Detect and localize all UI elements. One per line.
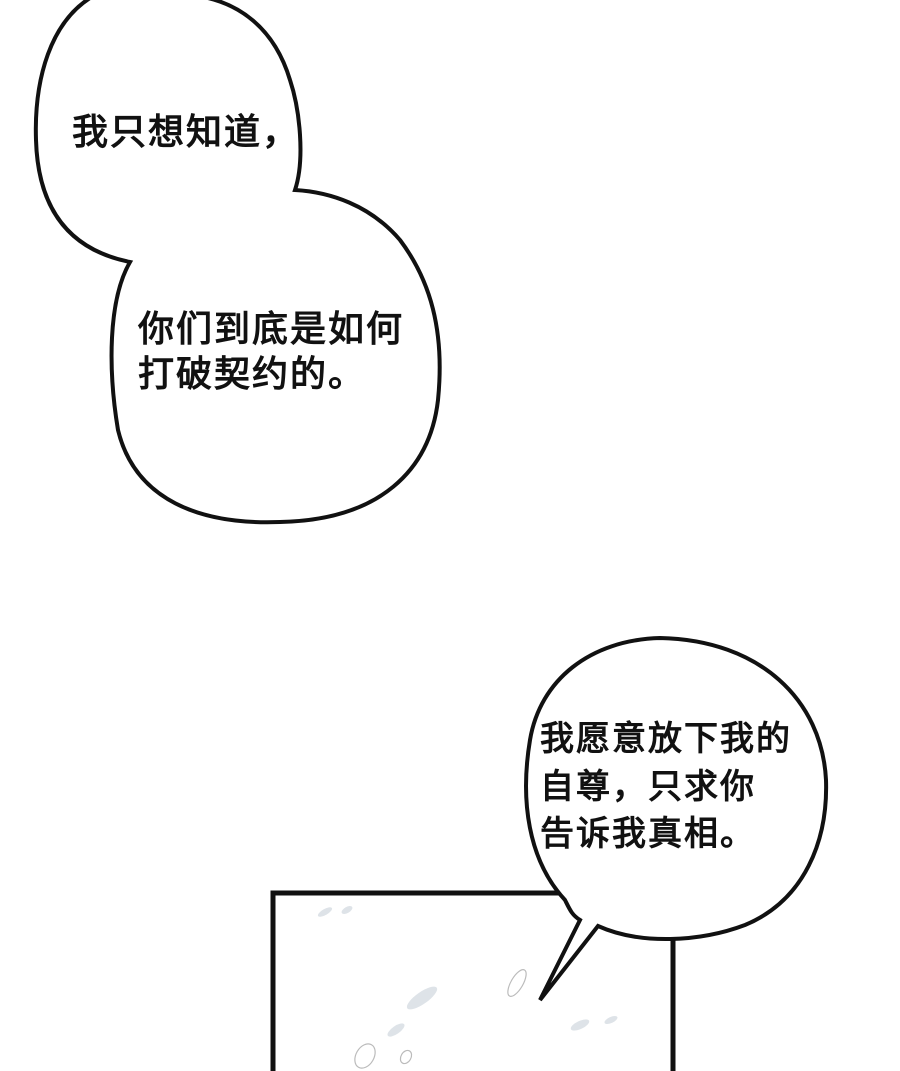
bubble-2-line-1: 你们到底是如何 (138, 309, 405, 350)
speech-bubble-bottom (524, 635, 829, 1002)
snow-texture (317, 906, 618, 1037)
bubble-3-line-2: 自尊，只求你 (540, 767, 756, 807)
snow-circles (354, 969, 527, 1069)
bubble-2-line-2: 打破契约的。 (138, 354, 367, 395)
bubble-3-line-1: 我愿意放下我的 (540, 719, 792, 759)
panel-frame (270, 890, 676, 1071)
bubble-3-line-3: 告诉我真相。 (540, 814, 756, 854)
speech-bubble-top (33, 0, 442, 525)
bubble-1-line-1: 我只想知道， (72, 112, 301, 153)
